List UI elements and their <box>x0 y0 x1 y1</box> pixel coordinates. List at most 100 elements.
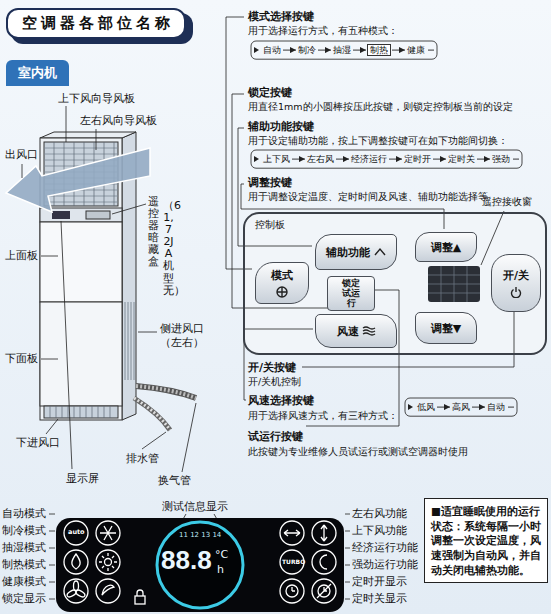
node-text: 定时开 <box>404 154 431 164</box>
flow-arrow <box>477 159 490 160</box>
flow-arrow <box>389 159 402 160</box>
part-label: 开/关机控制 <box>248 376 301 387</box>
callout-heading: TURBO <box>282 558 305 565</box>
flow-arrow <box>437 407 450 408</box>
leader-line <box>112 204 146 214</box>
wave-icon <box>362 325 376 337</box>
part-label: 用于选择风速方式，有三种方式： <box>248 410 398 421</box>
function-icon <box>280 579 304 603</box>
node-text: 上下风 <box>263 154 290 164</box>
callout-heading: 试运行按键 <box>248 430 303 443</box>
mode-icon <box>102 585 114 595</box>
callout-heading: 88.8 <box>161 545 212 576</box>
part-label: 健康模式 <box>2 575 46 588</box>
leader-line <box>22 164 23 178</box>
function-icon <box>321 525 327 541</box>
section-tab: 室内机 <box>6 60 69 86</box>
plus-icon <box>277 287 287 297</box>
function-icon <box>312 579 336 603</box>
node-text: 室内机 <box>18 64 57 82</box>
flow-step: 强劲 <box>491 153 511 165</box>
node-text: 开/关 <box>503 268 529 283</box>
node-text: ■适宜睡眠使用的运行状态：系统每隔一小时调整一次设定温度，风速强制为自动风，并自… <box>431 504 541 577</box>
caret-icon <box>375 249 385 255</box>
power-icon <box>515 287 516 292</box>
part-label: 此按键为专业维修人员试运行或测试空调器时使用 <box>248 446 468 457</box>
part-label: 用于选择运行方式，有五种模式： <box>248 25 398 36</box>
wave-icon <box>363 327 375 335</box>
leader-line <box>138 332 157 333</box>
flow-step: 健康 <box>406 44 426 56</box>
node-text: 左右风 <box>307 154 334 164</box>
part-label: 用直径1mm的小圆棒按压此按键，则锁定控制板当前的设定 <box>248 101 513 112</box>
leader-line <box>41 256 58 257</box>
part-label: 排水管 <box>126 452 159 465</box>
part-label: 经济运行功能 <box>352 541 418 554</box>
flow-frame <box>408 404 413 410</box>
part-label: 定时开显示 <box>352 575 407 588</box>
mode-icon <box>72 554 80 569</box>
node-text: 强劲 <box>492 154 510 164</box>
node-text: 调整▲ <box>431 240 461 255</box>
part-label: 下进风口 <box>16 436 60 449</box>
flow-arrow <box>392 50 405 51</box>
flow-frame <box>251 150 522 168</box>
node-text: 控制板 <box>255 218 285 232</box>
node-text: 健康 <box>407 45 425 55</box>
part-label: 遥控器暗藏盒 <box>148 196 159 269</box>
power-icon <box>509 286 523 298</box>
flow-step: 抽湿 <box>332 44 352 56</box>
panel-button: 开/关 <box>491 254 541 312</box>
flow-arrow <box>283 50 296 51</box>
mode-icon <box>64 521 88 545</box>
node-text: 自动 <box>487 402 505 412</box>
part-label: 出风口 <box>5 148 38 161</box>
callout-heading: 开/关按键 <box>248 361 296 374</box>
leader-line <box>66 106 67 142</box>
panel-button: 调整▲ <box>415 232 477 262</box>
panel-button: 锁定 试运行 <box>327 276 375 311</box>
flow-frame <box>251 41 437 59</box>
pipe <box>134 398 170 430</box>
flow-arrow <box>433 159 446 160</box>
plus-icon <box>275 286 289 298</box>
part-label: 遥控接收窗 <box>482 196 532 208</box>
mode-icon <box>96 521 120 545</box>
node-text: 风速 <box>337 324 359 339</box>
receiver-window <box>428 266 480 302</box>
indoor-unit <box>40 132 136 138</box>
part-label: 抽湿模式 <box>2 541 46 554</box>
node-text: 辅助功能 <box>326 245 370 260</box>
flow-step: 高风 <box>451 401 471 413</box>
flow-arrow <box>472 407 485 408</box>
diagram-title: 空调器各部位名称 <box>6 8 186 39</box>
function-icon <box>280 521 304 545</box>
node-text: 抽湿 <box>333 45 351 55</box>
node-text: 制热 <box>370 45 388 55</box>
flow-step: 制热 <box>367 44 391 56</box>
mode-icon <box>105 559 112 566</box>
display-readout: 11 12 13 14 <box>179 531 221 539</box>
flow-arrow <box>336 159 349 160</box>
indoor-unit <box>125 302 134 380</box>
node-text: 经济运行 <box>351 154 387 164</box>
control-panel: 控制板辅助功能模式锁定 试运行风速调整▲开/关调整▼ <box>243 212 547 355</box>
leader-line <box>49 514 55 599</box>
part-label: （61,72JA机型无） <box>163 200 174 297</box>
function-icon <box>318 585 330 597</box>
function-icon <box>286 585 298 597</box>
leader-line <box>61 221 72 469</box>
temperature-ring <box>157 522 243 608</box>
flow-step: 上下风 <box>262 153 291 165</box>
flow-step: 经济运行 <box>350 153 388 165</box>
function-icon <box>292 587 295 591</box>
node-text: 制冷 <box>298 45 316 55</box>
part-label: 制冷模式 <box>2 524 46 537</box>
panel-button: 风速 <box>315 314 397 348</box>
caret-icon <box>373 246 387 258</box>
flow-step: 制冷 <box>297 44 317 56</box>
part-label: 左右风向导风板 <box>80 114 157 127</box>
mode-icon <box>64 550 88 574</box>
part-label: 制热模式 <box>2 558 46 571</box>
